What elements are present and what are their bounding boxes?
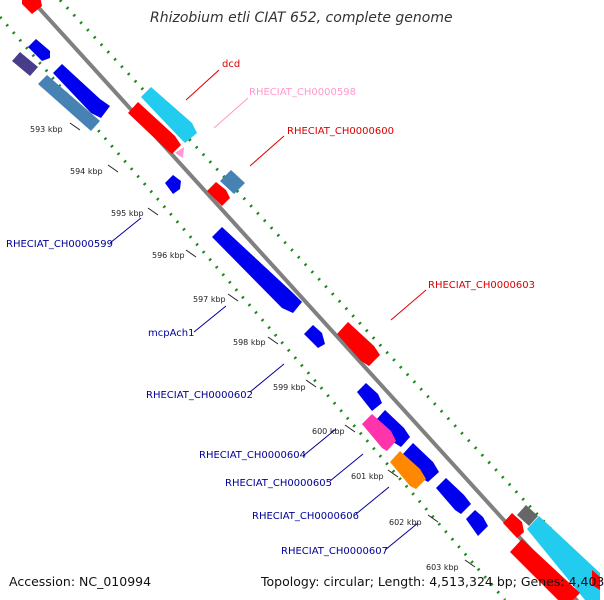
scale-labels: 593 kbp 594 kbp 595 kbp 596 kbp 597 kbp … <box>30 125 459 572</box>
gene-arrow[interactable] <box>510 539 580 600</box>
rheciat-ch0000606-leader <box>355 486 390 515</box>
gene-arrow[interactable] <box>527 516 600 600</box>
scale-label: 594 kbp <box>70 167 103 176</box>
scale-label: 599 kbp <box>273 383 306 392</box>
gene-label-rheciat-ch0000606[interactable]: RHECIAT_CH0000606 <box>252 511 359 522</box>
scale-tick <box>69 122 81 131</box>
scale-label: 595 kbp <box>111 209 144 218</box>
gene-arrow[interactable] <box>390 451 426 489</box>
gene-label-rheciat-ch0000603[interactable]: RHECIAT_CH0000603 <box>428 280 535 291</box>
gene-label-dcd[interactable]: dcd <box>222 59 240 70</box>
gene-arrow[interactable] <box>53 64 110 118</box>
gene-label-rheciat-ch0000598[interactable]: RHECIAT_CH0000598 <box>249 87 356 98</box>
rheciat-ch0000607-leader <box>384 522 419 551</box>
gene-label-rheciat-ch0000604[interactable]: RHECIAT_CH0000604 <box>199 450 306 461</box>
rheciat-ch0000605-leader <box>329 453 364 482</box>
gene-arrow[interactable] <box>517 505 538 526</box>
scale-label: 598 kbp <box>233 338 266 347</box>
scale-ticks <box>69 122 476 568</box>
genome-title: Rhizobium etli CIAT 652, complete genome <box>150 10 453 26</box>
gene-arrow[interactable] <box>376 410 410 447</box>
gene-label-rheciat-ch0000607[interactable]: RHECIAT_CH0000607 <box>281 546 388 557</box>
rheciat-ch0000604-leader <box>302 428 337 457</box>
gene-arrow[interactable] <box>22 0 42 14</box>
topology-text: Topology: circular; Length: 4,513,324 bp… <box>261 574 604 589</box>
scale-tick <box>267 336 279 345</box>
accession-text: Accession: NC_010994 <box>9 574 152 589</box>
gene-labels: dcd RHECIAT_CH0000598 RHECIAT_CH0000600 … <box>6 59 535 557</box>
scale-tick <box>344 424 356 433</box>
gene-arrow[interactable] <box>28 39 50 61</box>
gene-arrow[interactable] <box>503 513 524 538</box>
scale-tick <box>305 379 317 388</box>
outer-tick-track <box>58 0 602 584</box>
gene-features <box>12 0 600 600</box>
gene-label-mcpach1[interactable]: mcpAch1 <box>148 328 194 339</box>
rheciat-ch0000598-leader <box>213 97 249 129</box>
gene-label-rheciat-ch0000600[interactable]: RHECIAT_CH0000600 <box>287 126 394 137</box>
scale-tick <box>107 164 119 173</box>
scale-tick <box>427 514 439 523</box>
gene-arrow[interactable] <box>38 75 100 131</box>
gene-arrow[interactable] <box>220 170 245 194</box>
gene-arrow[interactable] <box>304 325 325 348</box>
rheciat-ch0000600-leader <box>249 135 285 167</box>
gene-arrow[interactable] <box>362 414 396 451</box>
rheciat-ch0000599-leader <box>109 217 142 244</box>
gene-arrow[interactable] <box>175 147 184 158</box>
scale-label: 601 kbp <box>351 472 384 481</box>
scale-tick <box>387 469 399 478</box>
scale-label: 600 kbp <box>312 427 345 436</box>
gene-arrow[interactable] <box>592 570 600 590</box>
scale-label: 603 kbp <box>426 563 459 572</box>
genome-backbone <box>28 0 580 600</box>
scale-tick <box>227 293 239 302</box>
gene-label-rheciat-ch0000599[interactable]: RHECIAT_CH0000599 <box>6 239 113 250</box>
scale-tick <box>185 249 197 258</box>
gene-arrow[interactable] <box>337 322 380 366</box>
rheciat-ch0000603-leader <box>390 289 427 321</box>
scale-label: 593 kbp <box>30 125 63 134</box>
gene-arrow[interactable] <box>403 443 439 482</box>
dcd-leader <box>185 69 220 101</box>
label-leaders <box>109 69 427 551</box>
gene-arrow[interactable] <box>436 478 471 514</box>
rheciat-ch0000602-leader <box>249 363 285 393</box>
scale-tick <box>147 207 159 216</box>
gene-arrow[interactable] <box>207 182 230 206</box>
gene-arrow[interactable] <box>128 102 181 154</box>
gene-arrow[interactable] <box>466 510 488 536</box>
scale-label: 597 kbp <box>193 295 226 304</box>
gene-arrow[interactable] <box>165 175 181 194</box>
gene-arrow[interactable] <box>212 227 302 313</box>
gene-arrow[interactable] <box>12 52 38 76</box>
gene-label-rheciat-ch0000605[interactable]: RHECIAT_CH0000605 <box>225 478 332 489</box>
scale-label: 602 kbp <box>389 518 422 527</box>
gene-arrow[interactable] <box>141 87 197 143</box>
gene-label-rheciat-ch0000602[interactable]: RHECIAT_CH0000602 <box>146 390 253 401</box>
scale-label: 596 kbp <box>152 251 185 260</box>
gene-arrow[interactable] <box>357 383 382 411</box>
mcpach1-leader <box>193 305 227 333</box>
scale-tick <box>464 559 476 568</box>
